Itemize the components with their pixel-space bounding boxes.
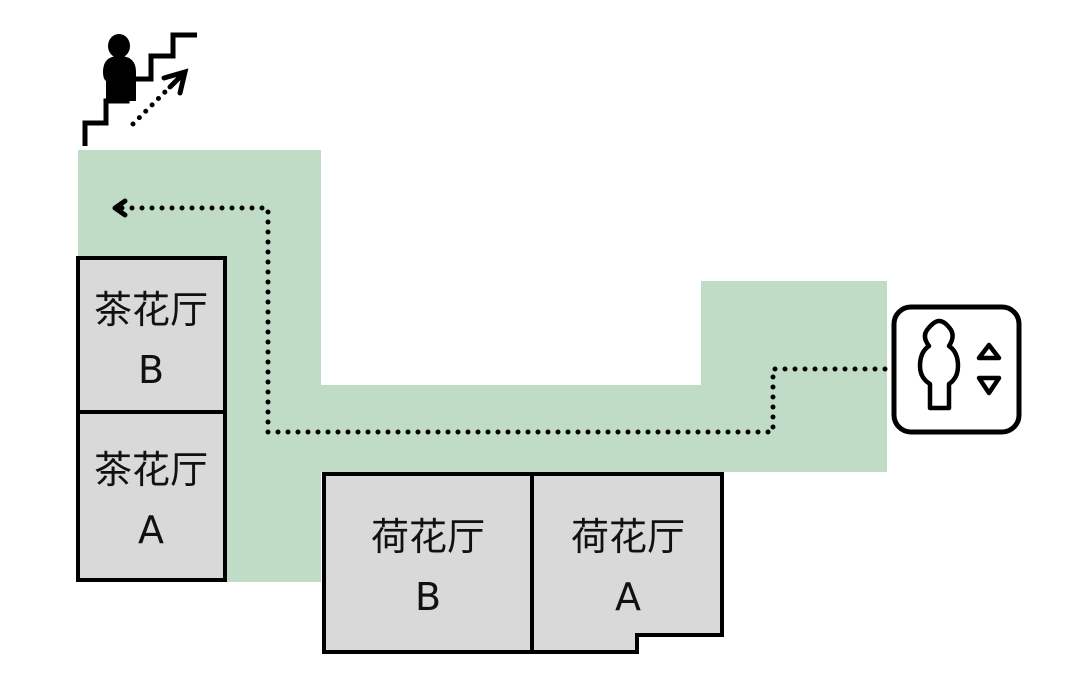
stairs-up-icon[interactable]: [82, 32, 197, 146]
room-tea-a-letter: A: [138, 508, 164, 552]
room-lotus-a-letter: A: [615, 575, 641, 619]
room-lotus-b-letter: B: [415, 575, 441, 619]
corridor: [78, 150, 887, 582]
room-lotus-a[interactable]: 荷花厅 A: [530, 472, 724, 654]
room-lotus-b-name: 荷花厅: [371, 515, 485, 559]
route-arrowhead-icon: [112, 198, 128, 218]
room-tea-b[interactable]: 茶花厅 B: [76, 256, 227, 414]
elevator-icon[interactable]: [891, 304, 1022, 435]
room-tea-b-letter: B: [138, 348, 164, 392]
room-lotus-b[interactable]: 荷花厅 B: [322, 472, 534, 654]
room-tea-a[interactable]: 茶花厅 A: [76, 410, 227, 582]
route-path: [117, 205, 888, 435]
room-tea-b-name: 茶花厅: [94, 288, 208, 332]
room-tea-a-name: 茶花厅: [94, 448, 208, 492]
room-lotus-a-name: 荷花厅: [571, 515, 685, 559]
